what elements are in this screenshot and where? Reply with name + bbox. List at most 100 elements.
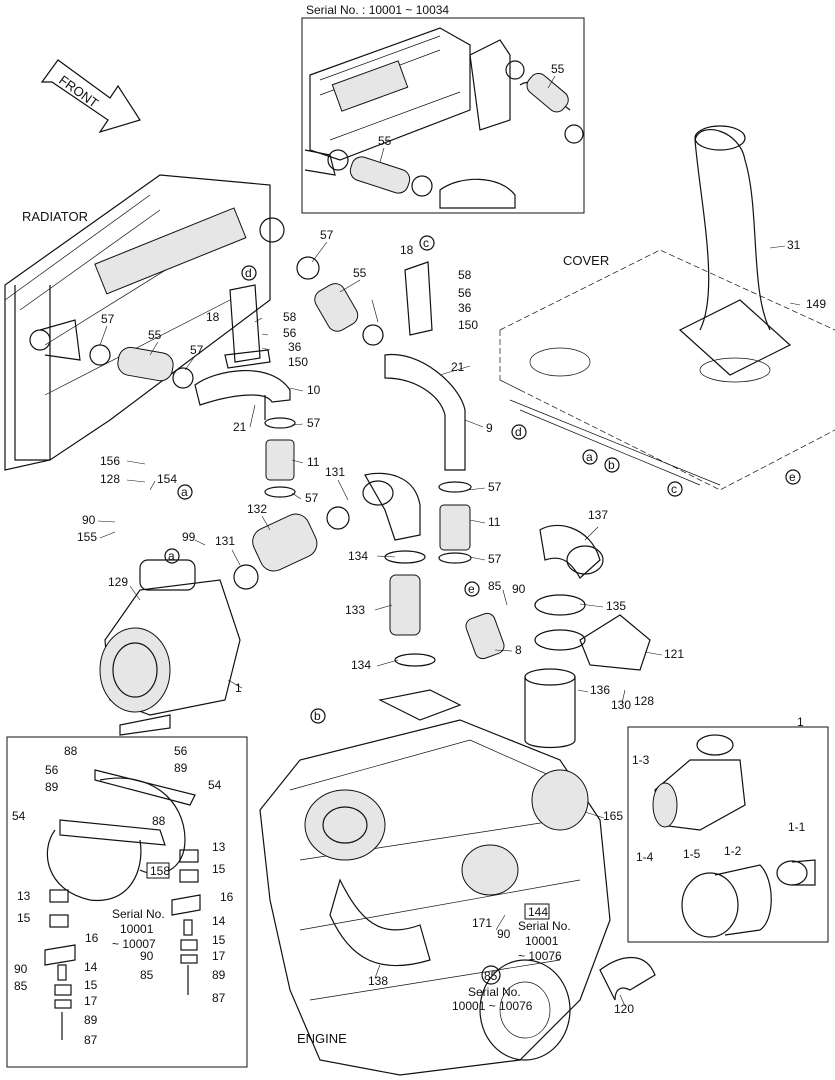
svg-text:d: d — [245, 266, 252, 280]
callout: 16 — [220, 890, 234, 904]
svg-text:~ 10076: ~ 10076 — [518, 949, 562, 963]
callout: 18 — [206, 310, 220, 324]
cover-drawing — [499, 125, 835, 491]
callout: 90 — [497, 927, 511, 941]
callout: 85 — [140, 968, 154, 982]
callout: 1-3 — [632, 753, 650, 767]
svg-text:158: 158 — [150, 864, 170, 878]
svg-text:85: 85 — [484, 969, 498, 983]
letter-ref-c-2: c — [667, 481, 683, 497]
callout: 120 — [614, 1002, 634, 1016]
callout: 55 — [353, 266, 367, 280]
callout: 58 — [283, 310, 297, 324]
callout: 134 — [351, 658, 371, 672]
hose-assembly-left — [89, 344, 296, 498]
callout: 138 — [368, 974, 388, 988]
letter-ref-a-2: a — [164, 548, 180, 564]
svg-text:10001: 10001 — [525, 934, 559, 948]
callout: 17 — [212, 949, 226, 963]
callout: 14 — [84, 960, 98, 974]
svg-text:10001 ~ 10076: 10001 ~ 10076 — [452, 999, 533, 1013]
serial-note-85: 85 Serial No. 10001 ~ 10076 — [452, 965, 533, 1013]
svg-text:10001: 10001 — [120, 922, 154, 936]
callout: 135 — [606, 599, 626, 613]
callout: 165 — [603, 809, 623, 823]
svg-text:b: b — [608, 458, 615, 472]
intake-elbow-upper — [362, 472, 421, 541]
callout: 36 — [458, 301, 472, 315]
svg-text:b: b — [314, 709, 321, 723]
callout: 136 — [590, 683, 610, 697]
callout: 1-1 — [788, 820, 806, 834]
inset-serial-label: Serial No. : 10001 ~ 10034 — [306, 3, 449, 17]
engine-label: ENGINE — [297, 1031, 347, 1046]
elbow-137 — [539, 524, 604, 579]
bracket-18-left — [224, 284, 271, 369]
callout: 11 — [488, 515, 501, 529]
callout: 121 — [664, 647, 684, 661]
callout: 128 — [100, 472, 120, 486]
radiator-label: RADIATOR — [22, 209, 88, 224]
svg-text:144: 144 — [528, 905, 548, 919]
svg-text:a: a — [181, 485, 188, 499]
svg-text:a: a — [168, 549, 175, 563]
callout: 85 — [488, 579, 502, 593]
callout: 11 — [307, 455, 320, 469]
callout: 57 — [488, 552, 502, 566]
serial-note-158: 158 Serial No. 10001 ~ 10007 — [112, 862, 170, 951]
callout: 1-4 — [636, 850, 654, 864]
pipe-133 — [384, 550, 436, 667]
callout: 9 — [486, 421, 493, 435]
filter-136 — [524, 668, 576, 749]
callout: 1-5 — [683, 847, 701, 861]
callout: 155 — [77, 530, 97, 544]
callout: 15 — [212, 862, 226, 876]
callout: 56 — [174, 744, 188, 758]
letter-ref-c-1: c — [419, 235, 435, 251]
callout: 57 — [101, 312, 115, 326]
svg-text:Serial No.: Serial No. — [518, 919, 571, 933]
inset-left-panel — [6, 736, 248, 1068]
callout: 89 — [174, 761, 188, 775]
callout: 55 — [148, 328, 162, 342]
inset-left-drawing — [44, 769, 201, 1040]
inset-right-drawing — [652, 734, 816, 938]
callout: 36 — [288, 340, 302, 354]
letter-ref-b-1: b — [310, 708, 326, 724]
callout: 89 — [84, 1013, 98, 1027]
svg-text:d: d — [515, 425, 522, 439]
letter-ref-e-1: e — [464, 581, 480, 597]
cover-label: COVER — [563, 253, 609, 268]
air-cleaner-drawing — [99, 559, 241, 736]
callout: 133 — [345, 603, 365, 617]
letter-ref-e-2: e — [785, 469, 801, 485]
callout: 87 — [212, 991, 226, 1005]
callout: 57 — [320, 228, 334, 242]
svg-text:e: e — [789, 470, 796, 484]
callout: 89 — [45, 780, 59, 794]
callout: 131 — [215, 534, 235, 548]
radiator-drawing — [4, 174, 285, 471]
svg-text:Serial No.: Serial No. — [112, 907, 165, 921]
callout: 90 — [82, 513, 96, 527]
callout: 134 — [348, 549, 368, 563]
callout: 56 — [45, 763, 59, 777]
callout: 90 — [140, 949, 154, 963]
callout: 87 — [84, 1033, 98, 1047]
letter-ref-d-2: d — [511, 424, 527, 440]
svg-text:c: c — [423, 236, 429, 250]
hose-8 — [465, 612, 505, 660]
callout: 14 — [212, 914, 226, 928]
callout: 128 — [634, 694, 654, 708]
callout: 154 — [157, 472, 177, 486]
callout: 55 — [551, 62, 565, 76]
callout: 88 — [152, 814, 166, 828]
engine-drawing — [259, 689, 656, 1076]
svg-text:e: e — [468, 582, 475, 596]
callout: 57 — [305, 491, 319, 505]
callout: 8 — [515, 643, 522, 657]
callout: 15 — [17, 911, 31, 925]
front-label: FRONT — [56, 72, 101, 110]
callout: 89 — [212, 968, 226, 982]
